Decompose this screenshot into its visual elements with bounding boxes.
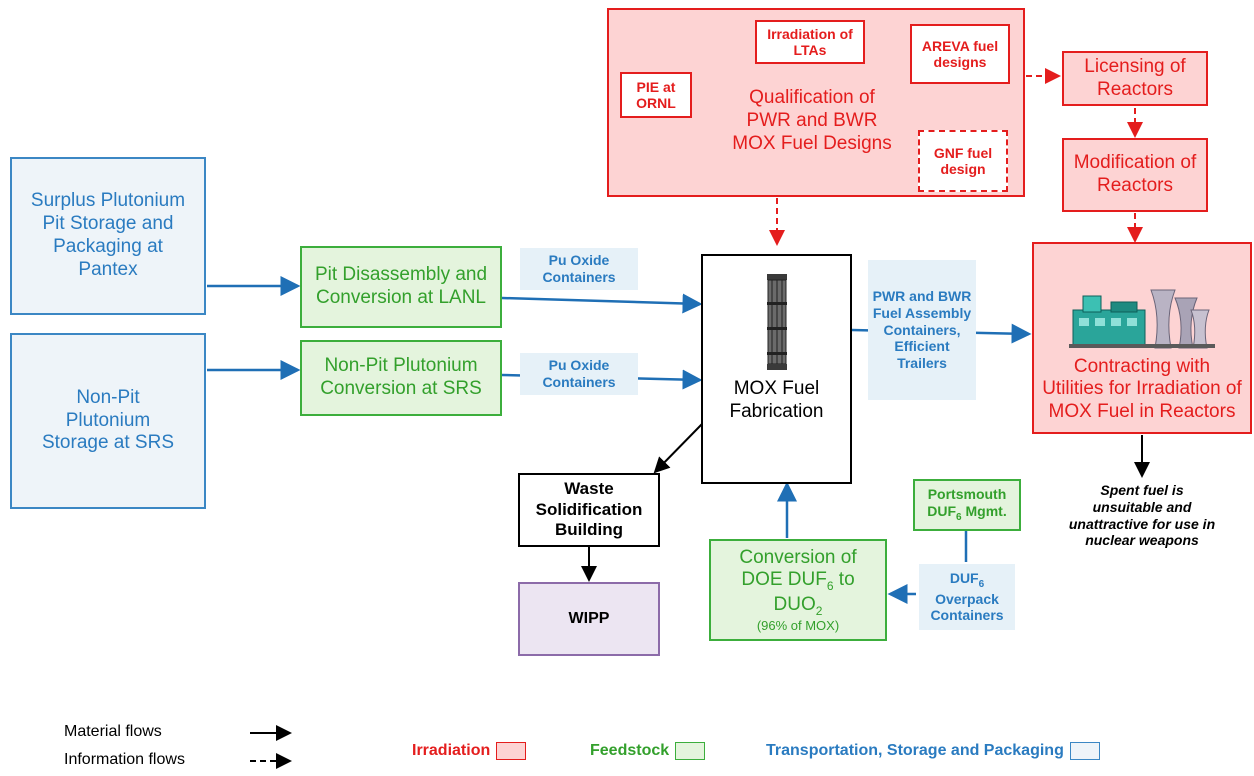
conversion-note: (96% of MOX) xyxy=(756,617,840,633)
legend-irradiation-label: Irradiation xyxy=(412,742,491,760)
legend-feedstock-swatch xyxy=(675,742,706,760)
portsmouth-line2: DUF6 Mgmt. xyxy=(927,503,1007,523)
mox-fabrication-box: MOX Fuel Fabrication xyxy=(701,254,852,484)
wipp-box: WIPP xyxy=(518,582,660,656)
licensing-box: Licensing of Reactors xyxy=(1062,51,1208,106)
pu-oxide-label-2: Pu Oxide Containers xyxy=(520,353,638,395)
contracting-label: Contracting with Utilities for Irradiati… xyxy=(1042,355,1242,423)
legend-transport-label: Transportation, Storage and Packaging xyxy=(766,742,1064,760)
legend-material: Material flows xyxy=(64,723,162,740)
mox-label: MOX Fuel Fabrication xyxy=(729,378,824,422)
nonpit-storage-box: Non-Pit Plutonium Storage at SRS xyxy=(10,333,206,509)
legend-transport: Transportation, Storage and Packaging xyxy=(766,742,1100,760)
legend-information: Information flows xyxy=(64,751,185,768)
fuel-assembly-icon xyxy=(766,274,787,370)
conversion-line3: DUO2 xyxy=(773,593,823,618)
areva-box: AREVA fuel designs xyxy=(910,24,1010,84)
portsmouth-box: Portsmouth DUF6 Mgmt. xyxy=(913,479,1021,531)
pu-oxide-label-1: Pu Oxide Containers xyxy=(520,248,638,290)
gnf-box: GNF fuel design xyxy=(918,130,1008,192)
conversion-line1: Conversion of xyxy=(739,546,857,568)
waste-solidification-box: Waste Solidification Building xyxy=(518,473,660,547)
legend-feedstock-label: Feedstock xyxy=(590,742,670,760)
irradiation-ltas-box: Irradiation of LTAs xyxy=(755,20,865,64)
portsmouth-line1: Portsmouth xyxy=(927,486,1007,503)
conversion-duo2-box: Conversion of DOE DUF6 to DUO2 (96% of M… xyxy=(709,539,887,641)
arrow-mox-to-waste xyxy=(653,423,703,474)
legend-transport-swatch xyxy=(1069,742,1100,760)
contracting-box: Contracting with Utilities for Irradiati… xyxy=(1032,242,1252,434)
legend-irradiation-swatch xyxy=(496,742,527,760)
pie-ornl-box: PIE at ORNL xyxy=(620,72,692,118)
duf6-overpack-line2: Overpack Containers xyxy=(930,590,1004,624)
reactor-plant-icon xyxy=(1069,289,1215,349)
pwr-bwr-label: PWR and BWR Fuel Assembly Containers, Ef… xyxy=(868,260,976,400)
surplus-pit-storage-box: Surplus Plutonium Pit Storage and Packag… xyxy=(10,157,206,315)
arrow-lanl-to-mox xyxy=(501,293,703,314)
qualification-label: Qualification of PWR and BWR MOX Fuel De… xyxy=(732,87,892,154)
pit-disassembly-box: Pit Disassembly and Conversion at LANL xyxy=(300,246,502,328)
modification-box: Modification of Reactors xyxy=(1062,138,1208,212)
legend-feedstock: Feedstock xyxy=(590,742,706,760)
legend-irradiation: Irradiation xyxy=(412,742,527,760)
duf6-overpack-label: DUF6 Overpack Containers xyxy=(919,564,1015,630)
conversion-line2: DOE DUF6 to xyxy=(741,569,855,594)
nonpit-conversion-box: Non-Pit Plutonium Conversion at SRS xyxy=(300,340,502,416)
spent-fuel-note: Spent fuel is unsuitable and unattractiv… xyxy=(1068,482,1216,549)
duf6-overpack-line1: DUF6 xyxy=(949,569,985,590)
